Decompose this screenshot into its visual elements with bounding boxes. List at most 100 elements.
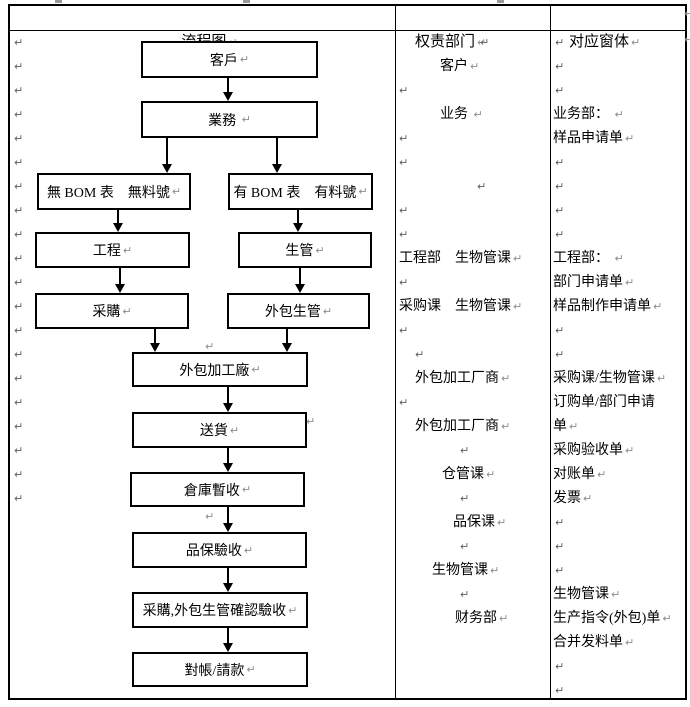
paragraph-mark: ↵ bbox=[288, 603, 298, 617]
paragraph-mark: ↵ bbox=[513, 300, 523, 313]
flow-arrow-line bbox=[286, 329, 288, 344]
department-line: ↵ bbox=[397, 535, 549, 559]
flow-arrow-head bbox=[223, 583, 233, 592]
form-line-text: 工程部： bbox=[553, 251, 613, 266]
paragraph-mark: ↵ bbox=[315, 243, 325, 257]
form-line: ↵ bbox=[553, 655, 687, 679]
flow-arrow-line bbox=[299, 268, 301, 285]
department-line: ↵ bbox=[397, 31, 549, 55]
paragraph-mark: ↵ bbox=[477, 36, 487, 49]
form-line-text: 样品制作申请单 bbox=[553, 299, 651, 314]
department-line: 仓管课↵ bbox=[397, 463, 549, 487]
flow-box-confirm-inspection: 采購,外包生管確認驗收↵ bbox=[132, 592, 308, 628]
flow-box-label: 無 BOM 表 無料號 bbox=[46, 185, 170, 201]
department-line-text: 生物管课 bbox=[432, 563, 488, 578]
department-line: ↵ bbox=[397, 175, 549, 199]
flow-arrow-line bbox=[227, 568, 229, 584]
paragraph-mark: ↵ bbox=[14, 396, 24, 409]
form-line: 样品申请单↵ bbox=[553, 127, 687, 151]
flow-box-label: 外包生管 bbox=[264, 305, 321, 320]
paragraph-mark: ↵ bbox=[653, 300, 663, 313]
paragraph-mark: ↵ bbox=[14, 252, 24, 265]
paragraph-mark: ↵ bbox=[14, 204, 24, 217]
paragraph-mark-line: ↵ bbox=[12, 127, 23, 151]
form-line: 样品制作申请单↵ bbox=[553, 295, 687, 319]
paragraph-mark: ↵ bbox=[597, 468, 607, 481]
paragraph-mark: ↵ bbox=[399, 324, 409, 337]
form-line-text: 对账单 bbox=[553, 467, 595, 482]
paragraph-mark: ↵ bbox=[14, 372, 24, 385]
paragraph-mark: ↵ bbox=[14, 492, 24, 505]
paragraph-mark: ↵ bbox=[501, 420, 511, 433]
flow-box-production-control: 生管↵ bbox=[238, 232, 372, 268]
flow-box-label: 對帳/請款 bbox=[184, 663, 245, 679]
flow-box-label: 工程 bbox=[92, 244, 121, 259]
header-department: 权责部门↵ bbox=[400, 5, 486, 50]
header-divider bbox=[8, 30, 687, 31]
flow-arrow-head bbox=[113, 223, 123, 232]
paragraph-mark: ↵ bbox=[614, 108, 624, 121]
paragraph-mark: ↵ bbox=[14, 36, 24, 49]
flow-arrow-head bbox=[293, 223, 303, 232]
paragraph-mark: ↵ bbox=[241, 113, 251, 126]
department-line: 品保课↵ bbox=[397, 511, 549, 535]
flow-box-customer: 客戶↵ bbox=[141, 41, 318, 78]
department-line: ↵ bbox=[397, 439, 549, 463]
paragraph-mark: ↵ bbox=[460, 492, 470, 505]
form-line: 采购验收单↵ bbox=[553, 439, 687, 463]
paragraph-mark-line: ↵ bbox=[12, 319, 23, 343]
paragraph-mark: ↵ bbox=[171, 185, 182, 198]
form-line-text: 业务部： bbox=[553, 107, 613, 122]
paragraph-mark: ↵ bbox=[513, 252, 523, 265]
paragraph-mark-line: ↵ bbox=[12, 463, 23, 487]
flow-arrow-head bbox=[282, 343, 292, 352]
paragraph-mark-line: ↵ bbox=[12, 247, 23, 271]
form-line: ↵ bbox=[553, 319, 687, 343]
paragraph-mark: ↵ bbox=[14, 84, 24, 97]
flow-arrow-line bbox=[227, 628, 229, 644]
header-flowchart: 流程图↵ bbox=[9, 5, 395, 50]
department-line-text: 品保课 bbox=[453, 515, 495, 530]
paragraph-mark: ↵ bbox=[399, 156, 409, 169]
flow-arrow-line bbox=[166, 138, 168, 165]
paragraph-mark: ↵ bbox=[490, 564, 500, 577]
paragraph-mark: ↵ bbox=[555, 228, 565, 241]
paragraph-mark-line: ↵ bbox=[12, 151, 23, 175]
flow-box-billing: 對帳/請款↵ bbox=[132, 652, 308, 687]
flow-box-warehouse-receipt: 倉庫暫收↵ bbox=[130, 472, 305, 507]
paragraph-mark: ↵ bbox=[205, 510, 215, 523]
paragraph-mark-line: ↵ bbox=[12, 439, 23, 463]
paragraph-mark: ↵ bbox=[205, 340, 215, 353]
department-line: ↵ bbox=[397, 343, 549, 367]
flow-arrow-head bbox=[223, 523, 233, 532]
paragraph-mark: ↵ bbox=[555, 204, 565, 217]
paragraph-mark: ↵ bbox=[246, 663, 256, 676]
department-line: 外包加工厂商↵ bbox=[397, 367, 549, 391]
paragraph-mark: ↵ bbox=[14, 420, 24, 433]
paragraph-mark: ↵ bbox=[555, 684, 565, 697]
paragraph-mark: ↵ bbox=[399, 396, 409, 409]
form-line: 对账单↵ bbox=[553, 463, 687, 487]
form-line: ↵ bbox=[553, 535, 687, 559]
paragraph-mark: ↵ bbox=[555, 180, 565, 193]
paragraph-mark: ↵ bbox=[14, 324, 24, 337]
paragraph-mark: ↵ bbox=[631, 36, 641, 49]
flow-box-label: 生管 bbox=[285, 244, 314, 259]
department-line: ↵ bbox=[397, 319, 549, 343]
flow-box-label: 外包加工廠 bbox=[179, 363, 250, 379]
paragraph-mark: ↵ bbox=[499, 612, 509, 625]
flow-arrow-line bbox=[227, 507, 229, 524]
header-forms: 对应窗体↵ bbox=[554, 5, 640, 50]
form-line-text: 采购验收单 bbox=[553, 443, 623, 458]
department-line: ↵ bbox=[397, 223, 549, 247]
department-line-text: 工程部 生物管课 bbox=[399, 251, 511, 266]
flow-box-label: 采購,外包生管確認驗收 bbox=[142, 604, 287, 619]
department-line-text: 外包加工厂商 bbox=[415, 371, 499, 386]
form-line-text: 采购课/生物管课 bbox=[553, 371, 655, 386]
paragraph-mark: ↵ bbox=[14, 444, 24, 457]
department-line: 外包加工厂商↵ bbox=[397, 415, 549, 439]
paragraph-mark: ↵ bbox=[14, 300, 24, 313]
flow-arrow-head bbox=[223, 463, 233, 472]
paragraph-mark: ↵ bbox=[399, 204, 409, 217]
paragraph-mark-line: ↵ bbox=[12, 271, 23, 295]
